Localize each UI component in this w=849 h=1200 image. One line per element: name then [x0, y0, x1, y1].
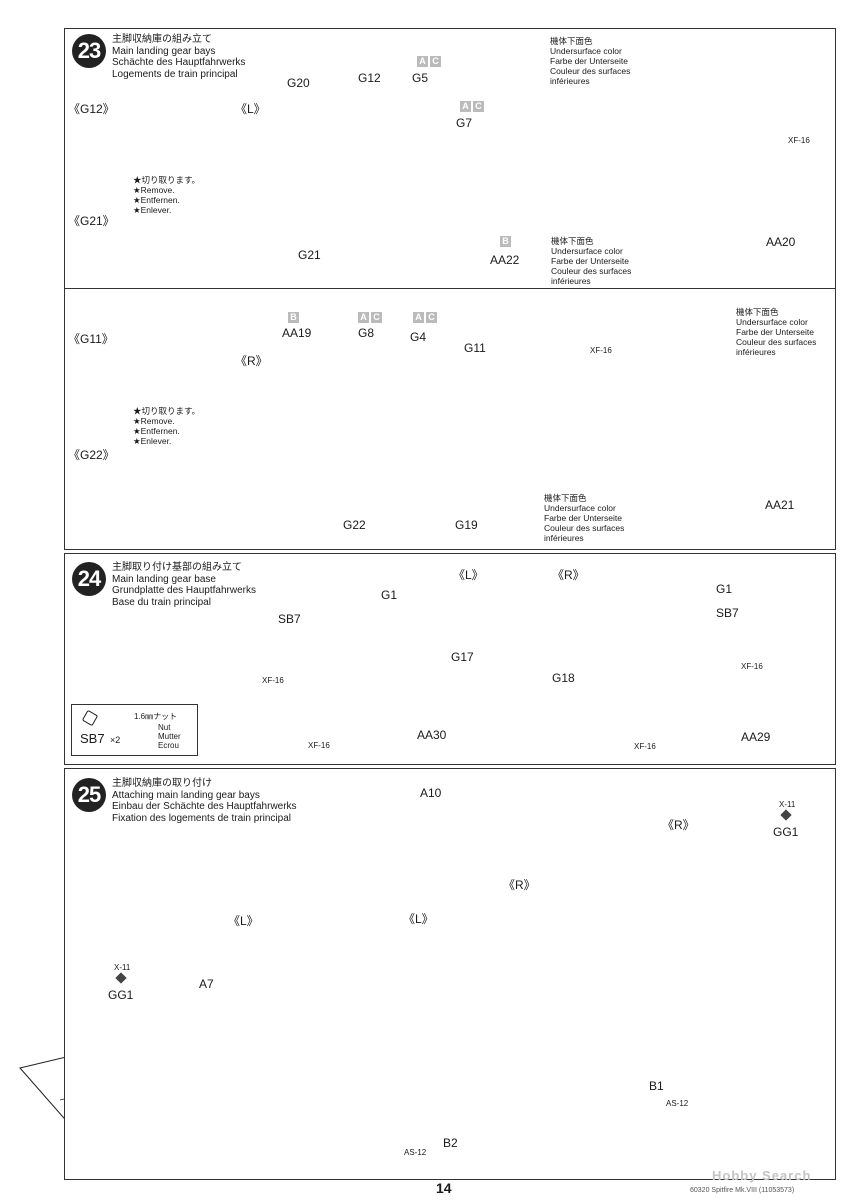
paint-note-bottom-1: 機体下面色 Undersurface color Farbe der Unter…: [736, 307, 817, 357]
side-label-r-bottom: 《R》: [235, 354, 268, 368]
hardware-qty: ×2: [110, 735, 121, 745]
label-g11-part: 《G11》: [68, 332, 114, 346]
step24-right-paint: XF-16: [741, 662, 763, 671]
page-number: 14: [436, 1180, 452, 1196]
title-fr: Logements de train principal: [112, 68, 238, 80]
label-g21-part: 《G21》: [68, 214, 115, 228]
tag-g7-c: C: [473, 101, 484, 112]
label-g20: G20: [287, 76, 310, 90]
label-l-inner: 《L》: [403, 912, 434, 926]
label-g11: G11: [464, 341, 486, 355]
step-23-title: 主脚収納庫の組み立て Main landing gear bays Schäch…: [112, 34, 245, 80]
label-g22-part: 《G22》: [68, 448, 115, 462]
label-g5: G5: [412, 71, 429, 85]
step24-right-sb7: SB7: [716, 606, 739, 620]
label-r-inner: 《R》: [503, 878, 536, 892]
step-25-panel: [64, 768, 836, 1180]
label-aa20: AA20: [766, 235, 796, 249]
step24-left-g1: G1: [381, 588, 398, 602]
side-label-l-top: 《L》: [235, 102, 266, 116]
label-r-outer: 《R》: [662, 818, 695, 832]
step24-right-g1: G1: [716, 582, 733, 596]
title-en: Main landing gear bays: [112, 45, 216, 57]
nut-icon: [81, 709, 99, 727]
label-g7: G7: [456, 116, 473, 130]
tag-g8-a: A: [358, 312, 369, 323]
title-de: Schächte des Hauptfahrwerks: [112, 57, 246, 68]
step24-right-aa29: AA29: [741, 730, 771, 744]
tag-aa22-b: B: [500, 236, 511, 247]
paint-note-top-1: 機体下面色 Undersurface color Farbe der Unter…: [550, 36, 631, 86]
tag-g4-c: C: [426, 312, 437, 323]
label-g22: G22: [343, 518, 366, 532]
step-number-23: 23: [72, 34, 106, 68]
label-g19: G19: [455, 518, 478, 532]
label-a10: A10: [420, 786, 442, 800]
hardware-size: 1.6㎜ナット: [134, 712, 178, 721]
label-b1: B1: [649, 1079, 664, 1093]
step24-right-paint2: XF-16: [634, 742, 656, 751]
paint-note-bottom-2: 機体下面色 Undersurface color Farbe der Unter…: [544, 493, 625, 543]
label-l-outer: 《L》: [228, 914, 259, 928]
label-x11-right: X-11: [779, 800, 796, 809]
step24-left-aa30: AA30: [417, 728, 447, 742]
step24-side-r: 《R》: [552, 568, 585, 582]
tag-g4-a: A: [413, 312, 424, 323]
label-gg1-right: GG1: [773, 825, 799, 839]
tag-g7-a: A: [460, 101, 471, 112]
hardware-names: Nut Mutter Ecrou: [158, 723, 181, 750]
label-g8: G8: [358, 326, 375, 340]
paint-code-top: XF-16: [788, 136, 810, 145]
tag-g5-a: A: [417, 56, 428, 67]
step-23-divider: [64, 288, 836, 289]
step24-right-g18: G18: [552, 671, 575, 685]
remove-note-bottom: ★切り取ります。 ★Remove. ★Entfernen. ★Enlever.: [133, 406, 201, 446]
step24-left-sb7: SB7: [278, 612, 301, 626]
paint-code-bottom: XF-16: [590, 346, 612, 355]
label-b2: B2: [443, 1136, 458, 1150]
label-as12-b2: AS-12: [404, 1148, 427, 1157]
title-jp: 主脚収納庫の組み立て: [112, 34, 212, 45]
label-aa19: AA19: [282, 326, 312, 340]
label-gg1-left: GG1: [108, 988, 134, 1002]
label-g12-part: 《G12》: [68, 102, 115, 116]
label-aa22: AA22: [490, 253, 520, 267]
step-number-24: 24: [72, 562, 106, 596]
step24-left-paint: XF-16: [262, 676, 284, 685]
label-aa21: AA21: [765, 498, 795, 512]
label-a7: A7: [199, 977, 214, 991]
hardware-code: SB7: [80, 731, 105, 746]
paint-note-top-2: 機体下面色 Undersurface color Farbe der Unter…: [551, 236, 632, 286]
step-25-title: 主脚収納庫の取り付け Attaching main landing gear b…: [112, 778, 297, 824]
tag-g8-c: C: [371, 312, 382, 323]
tag-g5-c: C: [430, 56, 441, 67]
watermark: Hobby Search: [712, 1168, 812, 1183]
step-24-title: 主脚取り付け基部の組み立て Main landing gear base Gru…: [112, 562, 256, 608]
footer-model: 60320 Spitfire Mk.VIII (11053573): [690, 1187, 795, 1194]
hardware-box: 1.6㎜ナット SB7 ×2 Nut Mutter Ecrou: [71, 704, 198, 756]
step-23-panel: [64, 28, 836, 550]
step-number-25: 25: [72, 778, 106, 812]
step24-left-paint2: XF-16: [308, 741, 330, 750]
label-x11-left: X-11: [114, 963, 131, 972]
step24-left-g17: G17: [451, 650, 474, 664]
label-g12: G12: [358, 71, 381, 85]
label-as12-b1: AS-12: [666, 1099, 689, 1108]
tag-aa19-b: B: [288, 312, 299, 323]
step24-side-l: 《L》: [453, 568, 484, 582]
label-g4: G4: [410, 330, 427, 344]
remove-note-top: ★切り取ります。 ★Remove. ★Entfernen. ★Enlever.: [133, 175, 201, 215]
label-g21: G21: [298, 248, 321, 262]
